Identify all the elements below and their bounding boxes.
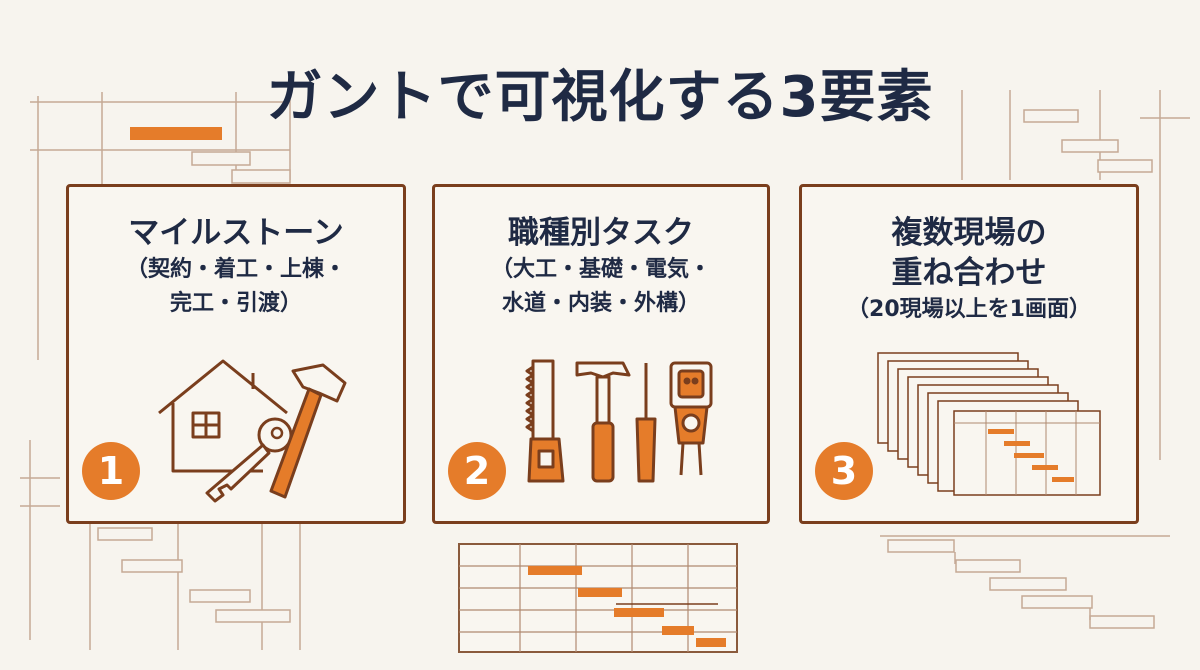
gantt-chart-icon bbox=[458, 543, 738, 653]
card-title-line2: 重ね合わせ bbox=[891, 255, 1047, 291]
card-trade-tasks: 職種別タスク （大工・基礎・電気・ 水道・内装・外構） bbox=[432, 184, 770, 524]
card-subtitle-line1: （大工・基礎・電気・ bbox=[490, 257, 711, 282]
card-subtitle-line1: （20現場以上を1画面） bbox=[847, 297, 1091, 322]
number-badge-3: 3 bbox=[815, 442, 873, 500]
hammer-icon bbox=[575, 361, 631, 483]
card-milestones: マイルストーン （契約・着工・上棟・ 完工・引渡） 1 bbox=[66, 184, 406, 524]
card-subtitle-line1: （契約・着工・上棟・ bbox=[125, 257, 346, 282]
card-title: 複数現場の bbox=[891, 215, 1047, 251]
page-title: ガントで可視化する3要素 bbox=[266, 65, 934, 130]
card-title: マイルストーン bbox=[128, 215, 344, 251]
saw-icon bbox=[525, 359, 565, 483]
card-subtitle-line2: 水道・内装・外構） bbox=[501, 291, 700, 316]
number-badge-2: 2 bbox=[448, 442, 506, 500]
key-icon bbox=[205, 417, 293, 503]
card-multi-site: 複数現場の 重ね合わせ （20現場以上を1画面） bbox=[799, 184, 1139, 524]
card-subtitle-line2: 完工・引渡） bbox=[169, 291, 302, 316]
hammer-icon bbox=[269, 363, 347, 499]
gantt-sheets-icon bbox=[877, 352, 1101, 496]
screwdriver-icon bbox=[635, 363, 657, 483]
card-title: 職種別タスク bbox=[508, 215, 694, 251]
number-badge-1: 1 bbox=[82, 442, 140, 500]
voltage-tester-icon bbox=[669, 361, 713, 476]
